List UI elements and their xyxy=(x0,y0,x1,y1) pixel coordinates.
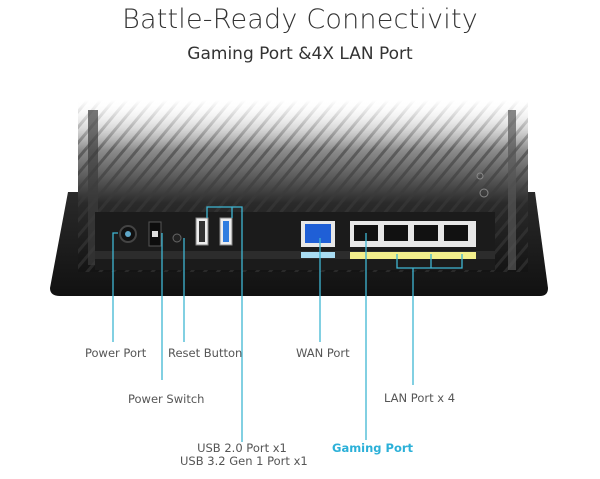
status-icon xyxy=(479,188,489,198)
label-wan-port: WAN Port xyxy=(296,346,350,360)
page-title: Battle-Ready Connectivity xyxy=(122,4,478,35)
callout-line-lan xyxy=(396,254,463,269)
label-lan-port: LAN Port x 4 xyxy=(384,391,456,405)
page-subtitle: Gaming Port &4X LAN Port xyxy=(187,44,413,64)
lan-port-icon xyxy=(444,225,468,241)
label-gaming-port: Gaming Port xyxy=(332,441,414,455)
label-usb2: USB 2.0 Port x1 xyxy=(197,441,287,455)
reset-button-icon xyxy=(172,233,182,243)
lan-port-icon xyxy=(384,225,408,241)
label-usb3: USB 3.2 Gen 1 Port x1 xyxy=(180,454,308,468)
label-usb-ports: USB 2.0 Port x1 USB 3.2 Gen 1 Port x1 xyxy=(180,441,308,468)
callout-line-power-port xyxy=(112,232,118,342)
lan-port-icon xyxy=(414,225,438,241)
wan-highlight xyxy=(301,252,335,258)
label-reset-button: Reset Button xyxy=(168,346,243,360)
label-power-switch: Power Switch xyxy=(128,392,205,406)
label-power-port: Power Port xyxy=(85,346,147,360)
lan-highlight xyxy=(350,252,476,259)
status-icon xyxy=(476,172,484,180)
